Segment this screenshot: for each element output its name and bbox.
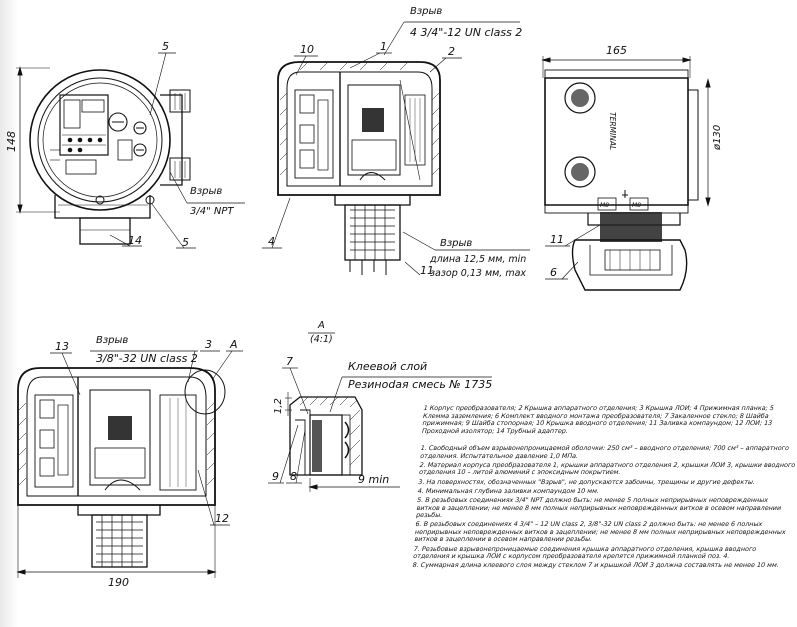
callout-4: 4 [268,235,275,248]
detail-A-view: A (4:1) Клеевой слой Резиноdая смесь № 1… [268,320,492,492]
dim-9min: 9 min [358,473,389,486]
front-view: 148 [5,40,245,249]
thread-label: 3/4" NPT [190,206,234,217]
gap-length-label: длина 12,5 мм, min [429,254,526,265]
gap-clearance-label: зазор 0,13 мм, max [430,268,526,279]
note-item-1: 1. Свободный объем взрывонепроницаемой о… [420,443,790,460]
dim-width-top: 165 [606,44,627,57]
callout-11-center: 11 [420,264,434,277]
gap-flame-label: Взрыв [440,238,472,249]
compound-label: Резиноdая смесь № 1735 [348,378,492,391]
callout-7: 7 [286,355,293,368]
callout-2: 2 [448,45,455,58]
terminal-mark-1: M8 [600,202,609,209]
callout-5-top: 5 [162,40,169,53]
notes-block: 1 Корпус преобразователя; 2 Крышка аппар… [412,404,797,572]
callout-6: 6 [550,266,557,279]
note-item-7: 7. Резьбовые взрывонепроницаемые соедине… [412,544,757,561]
page-edge-shadow [0,0,18,627]
thread-label-top: 4 3/4"-12 UN class 2 [410,26,522,39]
callout-9: 9 [272,470,279,483]
callout-8: 8 [290,470,297,483]
callout-5-bottom: 5 [182,236,189,249]
callout-A: A [229,338,238,351]
detail-title: A [317,320,325,331]
flame-label: Взрыв [190,186,222,197]
dim-height-label: 148 [5,131,18,152]
note-item-8: 8. Суммарная длина клеевого слоя между с… [412,561,780,570]
terminal-text: TERMINAL [608,112,617,150]
flame-label-top: Взрыв [410,6,442,17]
callout-3: 3 [205,338,212,351]
dim-1-2: 1,2 [273,398,284,414]
note-item-6: 6. В резьбовых соединениях 4 3/4" – 12 U… [414,520,786,544]
callout-11-right: 11 [550,233,564,246]
dim-diameter: ø130 [712,125,723,151]
note-item-3: 3. На поверхностях, обозначенных "Взрыв"… [418,477,756,486]
detail-scale: (4:1) [310,334,333,345]
thread-label-bottom: 3/8"-32 UN class 2 [96,352,198,365]
callout-10: 10 [300,43,314,56]
adhesive-label: Клеевой слой [348,360,427,373]
callout-12: 12 [215,512,229,525]
flame-label-bottom: Взрыв [96,335,128,346]
section-view-top: Взрыв 4 3/4"-12 UN class 2 [262,6,530,279]
terminal-mark-2: M8 [632,202,641,209]
callout-13: 13 [55,340,69,353]
legend-text: 1 Корпус преобразователя; 2 Крышка аппар… [421,404,775,435]
note-item-5: 5. В резьбовых соединениях 3/4" NPT долж… [415,495,782,520]
note-item-2: 2. Материал корпуса преобразователя 1, к… [418,460,796,477]
side-view: 165 TERMINAL ø130 M8 M8 11 6 [541,44,723,291]
note-item-4: 4. Минимальная глубина заливки компаундо… [417,486,600,495]
callout-14: 14 [128,234,142,247]
callout-1: 1 [380,40,387,53]
section-view-bottom: 13 Взрыв 3/8"-32 UN class 2 3 A [16,335,243,589]
dim-width-bottom: 190 [108,576,129,589]
